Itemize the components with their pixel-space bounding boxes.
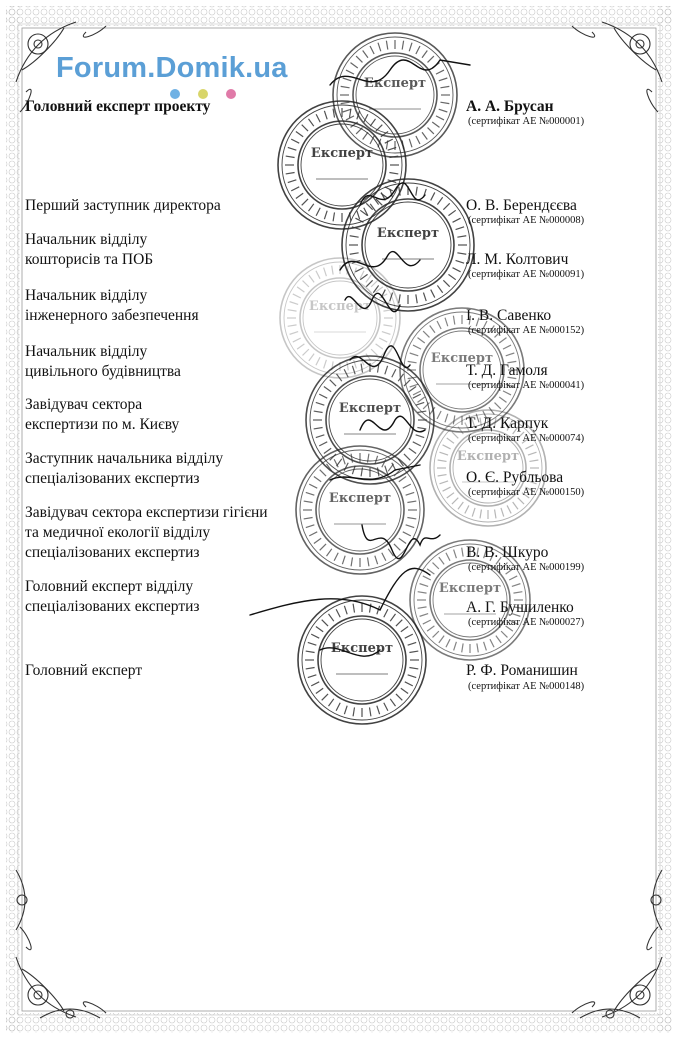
svg-text:Експерт: Експерт xyxy=(331,641,393,656)
signatory-title: Начальник відділу xyxy=(25,343,148,360)
svg-text:Експерт: Експерт xyxy=(439,581,501,596)
seal-stamp: Експерт xyxy=(279,257,401,379)
signatory-title: інженерного забезпечення xyxy=(25,307,199,324)
signatory-title: спеціалізованих експертиз xyxy=(25,470,200,487)
signatory-title: Завідувач сектора експертизи гігієни xyxy=(25,504,268,521)
signatory-title: кошторисів та ПОБ xyxy=(25,251,154,268)
seal-stamp: Експерт xyxy=(341,178,475,312)
signatory-certificate: (сертифікат АЕ №000027) xyxy=(468,617,585,628)
seal-stamp: Експерт xyxy=(295,445,425,575)
signatory-title: спеціалізованих експертиз xyxy=(25,598,200,615)
signatory-title: та медичної екології відділу xyxy=(25,524,211,541)
seal-stamp: Експерт xyxy=(297,595,427,725)
signatory-title: Начальник відділу xyxy=(25,231,148,248)
svg-text:Експерт: Експерт xyxy=(457,449,519,464)
seal-stamp: Експерт xyxy=(332,32,458,158)
handwritten-signature xyxy=(329,59,471,86)
svg-text:Експерт: Експерт xyxy=(339,401,401,416)
watermark-dot xyxy=(226,89,236,99)
signatory-title: Перший заступник директора xyxy=(25,197,221,214)
handwritten-signature xyxy=(359,182,426,206)
signatory-title: Головний експерт проекту xyxy=(25,98,211,115)
signatory-name: І. В. Савенко xyxy=(466,307,552,324)
handwritten-signature xyxy=(339,250,421,271)
signatory-title: експертизи по м. Києву xyxy=(25,416,180,433)
signatory-certificate: (сертифікат АЕ №000199) xyxy=(468,562,585,573)
svg-text:Експерт: Експерт xyxy=(311,146,373,161)
signatory-name: Т. Д. Карпук xyxy=(466,415,549,432)
svg-text:Експерт: Експерт xyxy=(309,299,371,314)
seal-stamp: Експерт xyxy=(305,355,435,485)
signatory-certificate: (сертифікат АЕ №000041) xyxy=(468,380,585,391)
svg-text:Експерт: Експерт xyxy=(377,226,439,241)
watermark-logo: Forum.Domik.ua xyxy=(56,52,288,84)
signatory-certificate: (сертифікат АЕ №000074) xyxy=(468,433,585,444)
signatory-certificate: (сертифікат АЕ №000001) xyxy=(468,116,585,127)
watermark-dot xyxy=(198,89,208,99)
handwritten-signature xyxy=(329,464,421,481)
signatory-title: Начальник відділу xyxy=(25,287,148,304)
handwritten-signature xyxy=(344,292,401,313)
signatory-name: А. Г. Бушиленко xyxy=(466,599,574,616)
signatory-name: Р. Ф. Романишин xyxy=(466,662,578,679)
signatory-name: В. В. Шкуро xyxy=(466,544,549,561)
signatory-title: Заступник начальника відділу xyxy=(25,450,224,467)
signatory-title: спеціалізованих експертиз xyxy=(25,544,200,561)
seal-stamp: Експерт xyxy=(277,100,407,230)
signatory-certificate: (сертифікат АЕ №000148) xyxy=(468,681,585,692)
handwritten-signature xyxy=(319,647,381,657)
handwritten-signature xyxy=(249,567,431,616)
signatory-title: Головний експерт xyxy=(25,662,143,679)
watermark-dots xyxy=(170,89,250,101)
signatory-certificate: (сертифікат АЕ №000091) xyxy=(468,269,585,280)
handwritten-signature xyxy=(349,345,411,369)
signatory-title: Завідувач сектора xyxy=(25,396,143,413)
signatory-certificate: (сертифікат АЕ №000008) xyxy=(468,215,585,226)
signatory-title: Головний експерт відділу xyxy=(25,578,194,595)
signatory-name: Т. Д. Гамоля xyxy=(466,362,548,379)
signatory-title: цивільного будівництва xyxy=(25,363,181,380)
watermark-dot xyxy=(170,89,180,99)
signatory-certificate: (сертифікат АЕ №000152) xyxy=(468,325,585,336)
signatory-name: А. А. Брусан xyxy=(466,98,554,115)
signatory-name: Л. М. Колтович xyxy=(466,251,569,268)
handwritten-signature xyxy=(359,415,426,433)
signatory-name: О. Є. Рубльова xyxy=(466,469,564,486)
signatory-certificate: (сертифікат АЕ №000150) xyxy=(468,487,585,498)
handwritten-signature xyxy=(361,524,441,560)
svg-text:Експерт: Експерт xyxy=(329,491,391,506)
signatory-name: О. В. Берендєєва xyxy=(466,197,577,214)
svg-text:Експерт: Експерт xyxy=(364,76,426,91)
